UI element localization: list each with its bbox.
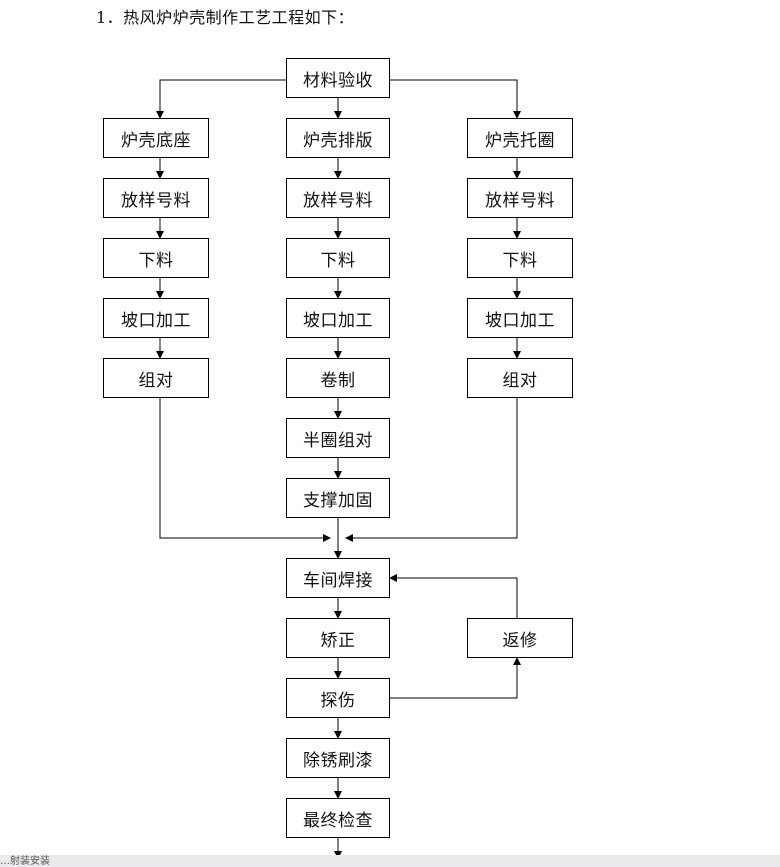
step-inspection: 探伤 [286,678,390,718]
connector-rework-to-weld [389,574,518,618]
step-mid-rolling: 卷制 [286,358,390,398]
step-left-shell-base: 炉壳底座 [103,118,209,158]
step-rust-removal-painting: 除锈刷漆 [286,738,390,778]
step-left-bevel: 坡口加工 [103,298,209,338]
step-left-cutting: 下料 [103,238,209,278]
connector-material-to-right [390,79,521,119]
step-material-acceptance: 材料验收 [286,58,390,98]
footer-fragment: …射装安装 [0,856,50,867]
step-workshop-welding: 车间焊接 [286,558,390,598]
connector-inspect-to-rework [390,657,521,699]
step-mid-bevel: 坡口加工 [286,298,390,338]
connector-right-merge [345,398,518,542]
connector-material-to-left [156,79,286,119]
step-right-layout-marking: 放样号料 [467,178,573,218]
step-right-bevel: 坡口加工 [467,298,573,338]
connector-left-merge [159,398,331,542]
step-left-assembly: 组对 [103,358,209,398]
step-mid-layout-marking: 放样号料 [286,178,390,218]
step-mid-bracing: 支撑加固 [286,478,390,518]
step-straightening: 矫正 [286,618,390,658]
step-final-inspection: 最终检查 [286,798,390,838]
bottom-strip: …射装安装 [0,855,780,867]
step-right-support-ring: 炉壳托圈 [467,118,573,158]
step-mid-cutting: 下料 [286,238,390,278]
step-left-layout-marking: 放样号料 [103,178,209,218]
document-heading: 1．热风炉炉壳制作工艺工程如下： [96,8,355,27]
step-rework: 返修 [467,618,573,658]
step-right-assembly: 组对 [467,358,573,398]
step-mid-plate-layout: 炉壳排版 [286,118,390,158]
step-mid-half-ring-assembly: 半圈组对 [286,418,390,458]
step-right-cutting: 下料 [467,238,573,278]
